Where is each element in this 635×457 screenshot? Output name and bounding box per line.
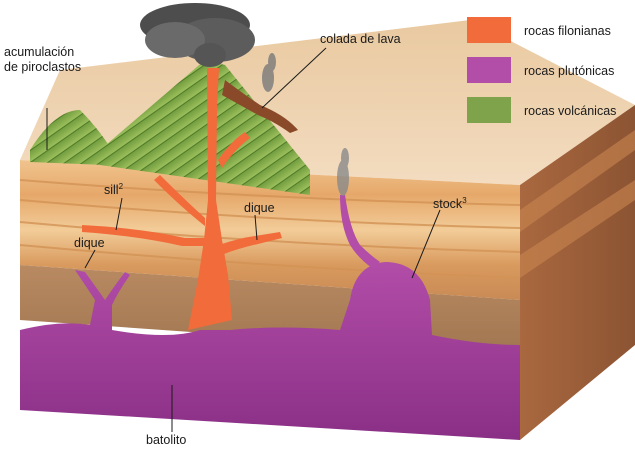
label-stock-text: stock xyxy=(433,197,462,211)
label-piroclastos-line1: acumulación xyxy=(4,45,81,60)
label-stock: stock3 xyxy=(433,197,467,212)
label-colada-de-lava: colada de lava xyxy=(320,32,401,47)
label-sill-sup: 2 xyxy=(119,182,123,191)
legend-label-plutonicas: rocas plutónicas xyxy=(524,64,614,78)
label-dique-left: dique xyxy=(74,236,105,251)
eruption-cloud xyxy=(140,3,255,67)
label-stock-sup: 3 xyxy=(462,196,466,205)
label-sill: sill2 xyxy=(104,183,123,198)
label-batolito: batolito xyxy=(146,433,186,448)
label-acumulacion-piroclastos: acumulación de piroclastos xyxy=(4,45,81,75)
legend-label-volcanicas: rocas volcánicas xyxy=(524,104,616,118)
label-dique-center: dique xyxy=(244,201,275,216)
label-piroclastos-line2: de piroclastos xyxy=(4,60,81,75)
legend-swatch-filonianas xyxy=(467,17,511,43)
legend-swatch-volcanicas xyxy=(467,97,511,123)
legend-swatch-plutonicas xyxy=(467,57,511,83)
label-sill-text: sill xyxy=(104,183,119,197)
legend-label-filonianas: rocas filonianas xyxy=(524,24,611,38)
